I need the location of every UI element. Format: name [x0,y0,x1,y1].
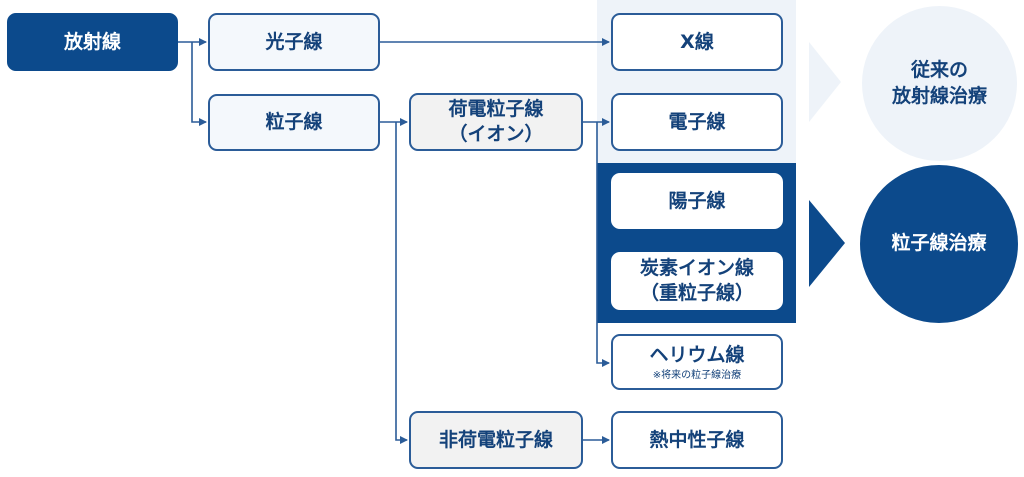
node-charged-label-2: （イオン） [448,123,544,145]
outcome-conventional-label-2: 放射線治療 [891,84,987,107]
node-photon: 光子線 [208,13,380,71]
node-photon-label: 光子線 [265,30,323,53]
node-electron: 電子線 [611,93,783,151]
outcome-particle-therapy: 粒子線治療 [860,165,1018,323]
node-helium-label: ヘリウム線 [649,344,745,367]
node-helium: ヘリウム線 ※将来の粒子線治療 [611,334,783,390]
node-carbon-label-1: 炭素イオン線 [639,257,754,280]
node-particle-label: 粒子線 [265,111,323,134]
node-proton: 陽子線 [611,173,783,229]
node-helium-note: ※将来の粒子線治療 [652,369,742,381]
outcome-conventional-therapy: 従来の 放射線治療 [862,6,1017,161]
node-neutron: 熱中性子線 [611,411,783,469]
node-proton-label: 陽子線 [668,189,726,212]
node-uncharged-particle: 非荷電粒子線 [409,411,583,469]
node-radiation: 放射線 [7,13,178,71]
chevron-conventional [809,42,841,122]
node-uncharged-label: 非荷電粒子線 [438,428,553,451]
chevron-particle-therapy [809,200,845,287]
node-radiation-label: 放射線 [63,30,121,53]
arrow-radiation-particle [191,42,207,126]
outcome-conventional-label-1: 従来の [910,58,968,81]
arrow-charged-helium [596,122,610,367]
node-xray: X線 [611,13,783,71]
node-charged-particle: 荷電粒子線 （イオン） [409,93,583,151]
node-carbon-ion: 炭素イオン線 （重粒子線） [611,252,783,310]
node-particle: 粒子線 [208,94,380,151]
outcome-particle-therapy-label: 粒子線治療 [891,232,987,255]
node-neutron-label: 熱中性子線 [649,428,745,451]
node-electron-label: 電子線 [668,110,726,133]
arrow-particle-uncharged [395,122,408,444]
node-xray-label: X線 [680,30,714,53]
node-carbon-label-2: （重粒子線） [639,282,754,304]
node-charged-label-1: 荷電粒子線 [448,98,544,121]
